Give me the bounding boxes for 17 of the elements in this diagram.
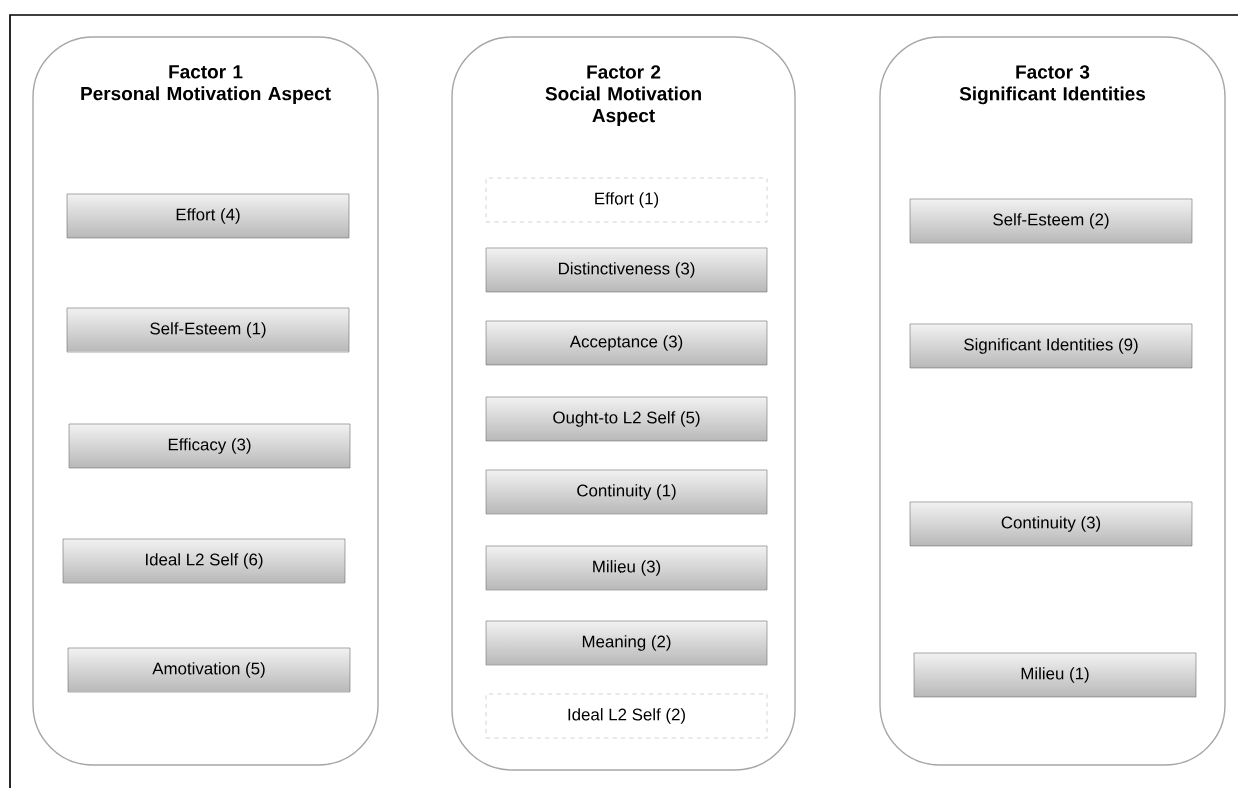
factor-box: Milieu (3): [485, 545, 768, 591]
factor-box: Amotivation (5): [67, 647, 351, 693]
factor-box: Ought-to L2 Self (5): [485, 396, 768, 442]
factor-box: Self-Esteem (2): [909, 198, 1193, 244]
factor-box: Efficacy (3): [68, 423, 351, 469]
factor-box: Continuity (1): [485, 469, 768, 515]
factor-box: Significant Identities (9): [909, 323, 1193, 369]
factor-box: Effort (4): [66, 193, 350, 239]
dashed-box: Ideal L2 Self (2): [485, 693, 768, 739]
factor-box: Acceptance (3): [485, 320, 768, 366]
factor-box: Milieu (1): [913, 652, 1197, 698]
dashed-box: Effort (1): [485, 177, 768, 223]
factor-box: Meaning (2): [485, 620, 768, 666]
factor-box: Ideal L2 Self (6): [62, 538, 346, 584]
factor-box: Self-Esteem (1): [66, 307, 350, 353]
factor-box: Distinctiveness (3): [485, 247, 768, 293]
factor-box: Continuity (3): [909, 501, 1193, 547]
